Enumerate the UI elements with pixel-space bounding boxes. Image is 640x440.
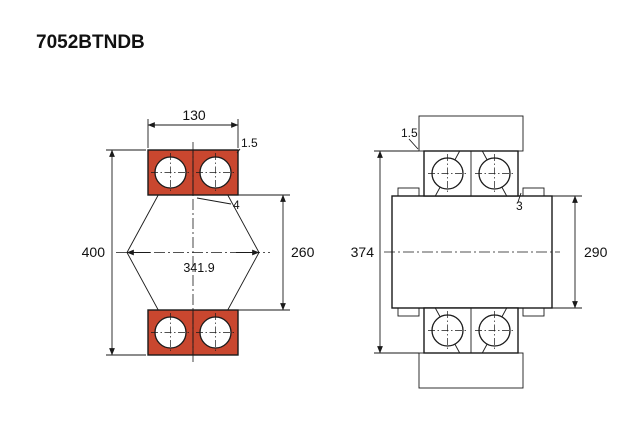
dim-chamfer: 1.5 (236, 136, 258, 154)
dim-width: 130 (147, 107, 239, 148)
housing-bottom (418, 352, 524, 389)
dim-housing-abutment-label: 374 (351, 244, 375, 260)
dim-abutment-gap: 3 (516, 192, 523, 213)
dim-housing-abutment: 374 (351, 150, 419, 354)
left-view-cross-section: 130 400 260 341.9 1.5 (82, 107, 315, 363)
dim-od-label: 400 (82, 244, 106, 260)
abutment-spacers (397, 187, 545, 317)
housing-top (418, 115, 524, 152)
dim-shaft-abutment: 290 (552, 195, 608, 309)
dim-abutment-gap-label: 3 (516, 199, 523, 213)
dim-inner-gap-label: 4 (233, 198, 240, 212)
right-view-mounting: 374 290 1.5 3 (351, 115, 608, 389)
ball-center-marks (151, 153, 235, 352)
dim-inner-gap: 4 (196, 197, 240, 212)
page-title: 7052BTNDB (36, 32, 145, 53)
dim-fillet-label: 1.5 (401, 126, 418, 140)
dim-load-center-label: 341.9 (183, 261, 214, 275)
dim-load-center: 341.9 (126, 249, 260, 275)
dim-shaft-abutment-label: 290 (584, 244, 608, 260)
dim-chamfer-label: 1.5 (241, 136, 258, 150)
dim-outer-diameter: 400 (82, 149, 146, 356)
dim-bore-diameter: 260 (238, 194, 315, 311)
dim-fillet: 1.5 (401, 126, 419, 150)
dim-width-label: 130 (182, 107, 206, 123)
ball-center-marks (428, 154, 514, 350)
dim-bore-label: 260 (291, 244, 315, 260)
